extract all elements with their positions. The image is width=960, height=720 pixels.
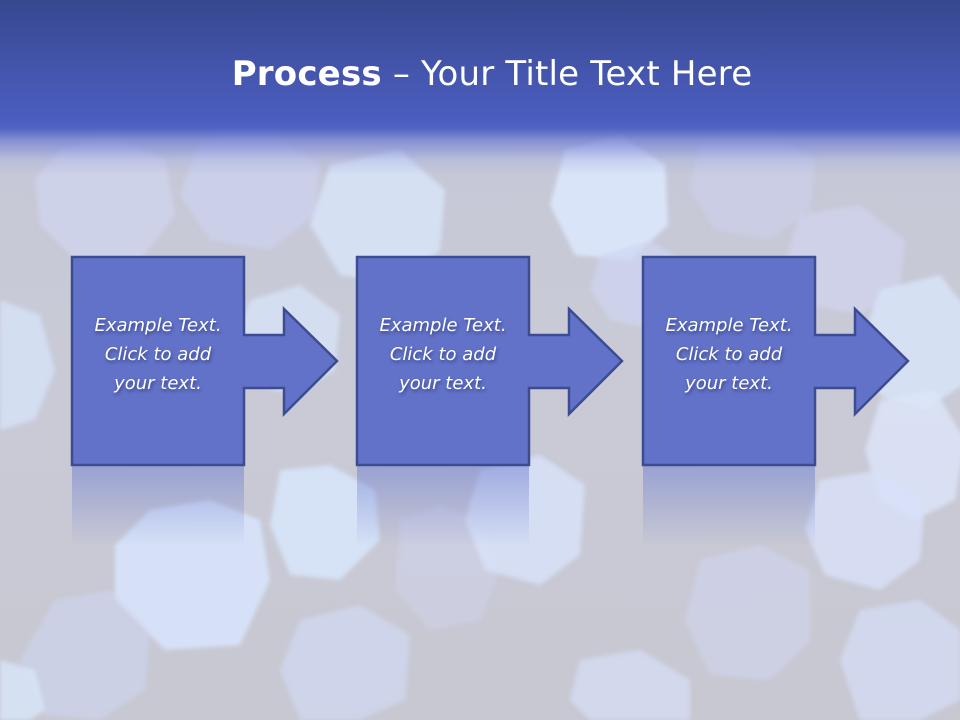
title-bar [0, 0, 960, 175]
slide-title[interactable]: Process – Your Title Text Here [0, 52, 960, 96]
step-text[interactable]: Example Text. Click to add your text. [358, 311, 528, 398]
right-arrow-icon [641, 255, 910, 546]
process-step-2[interactable]: Example Text. Click to add your text. [355, 255, 636, 556]
step-text[interactable]: Example Text. Click to add your text. [73, 311, 243, 398]
process-step-3[interactable]: Example Text. Click to add your text. [641, 255, 922, 556]
process-step-1[interactable]: Example Text. Click to add your text. [70, 255, 351, 556]
title-bold-text: Process [231, 54, 382, 94]
step-text-line: Example Text. [665, 315, 793, 336]
step-text-line: your text. [114, 373, 202, 394]
step-text-line: Example Text. [379, 315, 507, 336]
right-arrow-icon [70, 255, 339, 546]
right-arrow-icon [355, 255, 624, 546]
title-rest-text: – Your Title Text Here [381, 54, 753, 94]
step-text-line: your text. [399, 373, 487, 394]
step-text-line: Example Text. [94, 315, 222, 336]
step-text-line: your text. [685, 373, 773, 394]
step-text-line: Click to add [675, 344, 783, 365]
step-text[interactable]: Example Text. Click to add your text. [644, 311, 814, 398]
step-text-line: Click to add [389, 344, 497, 365]
step-text-line: Click to add [104, 344, 212, 365]
